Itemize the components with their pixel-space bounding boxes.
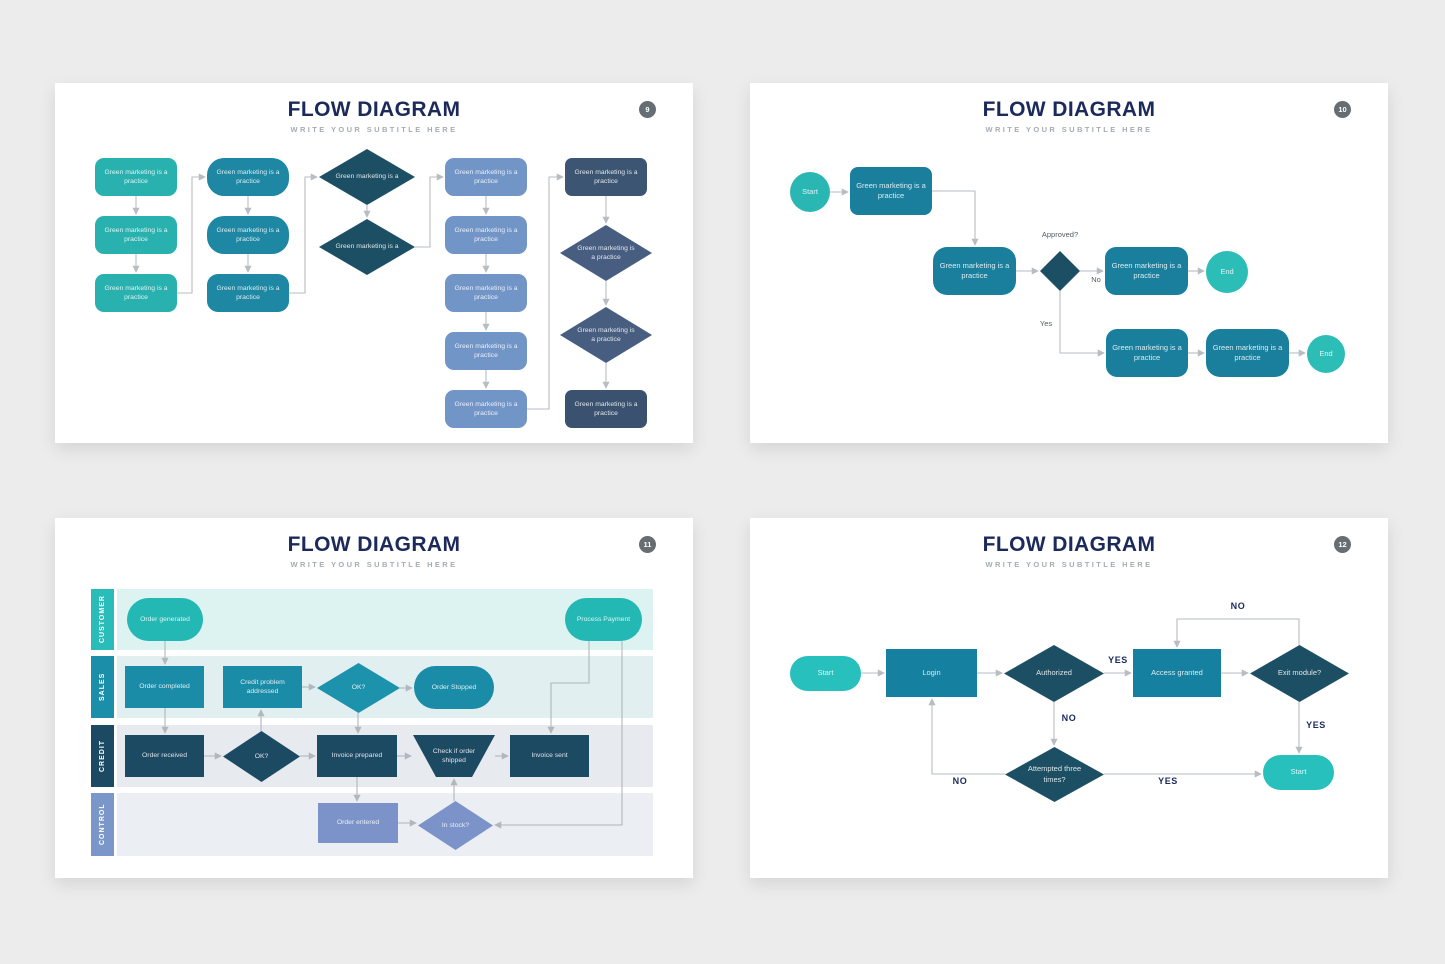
page-title: FLOW DIAGRAM [982,98,1156,121]
page-title: FLOW DIAGRAM [287,98,461,121]
slide-9[interactable]: FLOW DIAGRAM WRITE YOUR SUBTITLE HERE 9 [55,83,693,443]
invoice-sent-node: Invoice sent [510,735,589,777]
page-title: FLOW DIAGRAM [982,533,1156,556]
branch-label-no: NO [1230,601,1246,611]
order-generated-node: Order generated [127,598,203,641]
page-title: FLOW DIAGRAM [287,533,461,556]
process-box: Green marketing is a practice [95,158,177,196]
process-payment-node: Process Payment [565,598,642,641]
login-node: Login [886,649,977,697]
order-entered-node: Order entered [318,803,398,843]
branch-label-yes: YES [1108,655,1128,665]
connector-lines [861,618,1303,778]
page-subtitle: WRITE YOUR SUBTITLE HERE [985,560,1153,569]
process-box: Green marketing is a practice [445,390,527,428]
attempted-decision: Attempted three times? [1005,747,1104,802]
process-box: Green marketing is a practice [95,216,177,254]
lane-label-customer: CUSTOMER [91,589,114,650]
branch-label-no: NO [1061,713,1077,723]
page-subtitle: WRITE YOUR SUBTITLE HERE [290,125,458,134]
lane-customer-bg [117,589,653,650]
process-box: Green marketing is a practice [933,247,1016,295]
process-box: Green marketing is a practice [207,274,289,312]
branch-label-yes: YES [1158,776,1178,786]
credit-problem-node: Credit problem addressed [223,666,302,708]
decision-diamond: Green marketing is a [319,149,415,205]
order-completed-node: Order completed [125,666,204,708]
slide-10[interactable]: FLOW DIAGRAM WRITE YOUR SUBTITLE HERE 10… [750,83,1388,443]
branch-label-yes: Yes [1039,319,1053,328]
process-box: Green marketing is a practice [445,158,527,196]
process-box: Green marketing is a practice [445,274,527,312]
page-subtitle: WRITE YOUR SUBTITLE HERE [985,125,1153,134]
slide-12[interactable]: FLOW DIAGRAM WRITE YOUR SUBTITLE HERE 12… [750,518,1388,878]
lane-label-control: CONTROL [91,793,114,856]
access-granted-node: Access granted [1133,649,1221,697]
slide-number-badge: 12 [1334,536,1351,553]
branch-label-no: NO [952,776,968,786]
decision-diamond: Green marketing is a [319,219,415,275]
exit-module-decision: Exit module? [1250,645,1349,702]
process-box: Green marketing is a practice [1105,247,1188,295]
authorized-decision: Authorized [1004,645,1104,702]
end-terminal: End [1206,251,1248,293]
branch-label-yes: YES [1306,720,1326,730]
process-box: Green marketing is a practice [207,216,289,254]
decision-diamond: Green marketing is a practice [560,225,652,281]
restart-terminal: Start [1263,755,1334,790]
process-box: Green marketing is a practice [850,167,932,215]
process-box: Green marketing is a practice [445,332,527,370]
invoice-prepared-node: Invoice prepared [317,735,397,777]
slide-number-badge: 9 [639,101,656,118]
process-box: Green marketing is a practice [1206,329,1289,377]
start-terminal: Start [790,656,861,691]
process-box: Green marketing is a practice [95,274,177,312]
decision-label: Approved? [1041,230,1079,239]
slide-number-badge: 10 [1334,101,1351,118]
order-received-node: Order received [125,735,204,777]
process-box: Green marketing is a practice [445,216,527,254]
branch-label-no: No [1091,275,1101,284]
slide-11[interactable]: FLOW DIAGRAM WRITE YOUR SUBTITLE HERE 11… [55,518,693,878]
decision-diamond: Green marketing is a practice [560,307,652,363]
page-subtitle: WRITE YOUR SUBTITLE HERE [290,560,458,569]
process-box: Green marketing is a practice [565,390,647,428]
lane-label-credit: CREDIT [91,725,114,787]
process-box: Green marketing is a practice [207,158,289,196]
decision-diamond [1040,251,1080,291]
process-box: Green marketing is a practice [565,158,647,196]
slide-number-badge: 11 [639,536,656,553]
end-terminal: End [1307,335,1345,373]
start-terminal: Start [790,172,830,212]
process-box: Green marketing is a practice [1106,329,1188,377]
lane-label-sales: SALES [91,656,114,718]
order-stopped-node: Order Stopped [414,666,494,709]
